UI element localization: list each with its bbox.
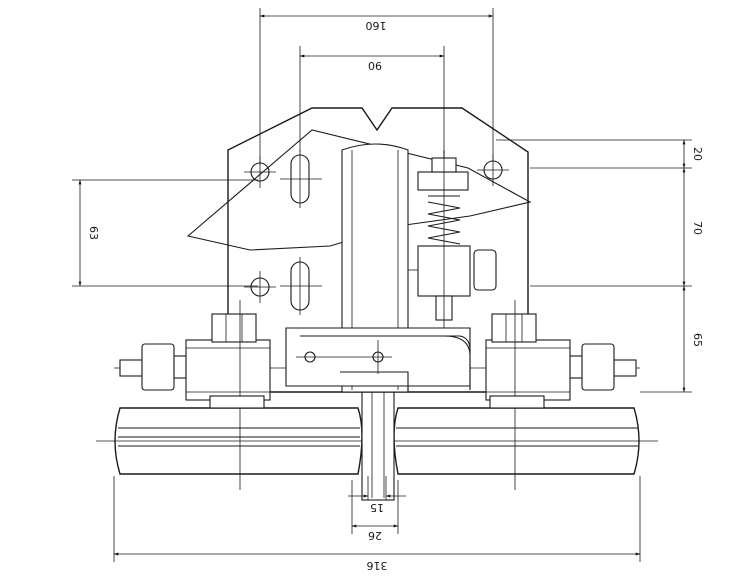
center-blade (361, 389, 395, 501)
spring-assembly (408, 150, 497, 340)
dimension-316-label: 316 (367, 559, 388, 572)
dimension-63: 63 (72, 179, 258, 287)
adjustment-slots (280, 150, 322, 315)
left-clamp-bolt (114, 300, 286, 490)
dimension-160: 160 (259, 8, 494, 165)
dimension-15: 15 (348, 476, 406, 514)
dimension-316: 316 (113, 476, 641, 572)
dimension-90-label: 90 (368, 59, 382, 72)
dimension-right-chain: 20 70 65 (496, 139, 704, 393)
dimension-15-label: 15 (370, 501, 384, 514)
dimension-26: 26 (351, 480, 399, 542)
dimension-63-label: 63 (87, 226, 100, 240)
linkage-bracket (285, 327, 471, 392)
dimension-65-label: 65 (691, 333, 704, 347)
dimension-26-label: 26 (368, 529, 382, 542)
dimension-90: 90 (299, 46, 445, 152)
right-clamp-bolt (443, 300, 640, 490)
dimension-160-label: 160 (366, 19, 387, 32)
guide-rail (96, 407, 658, 475)
dimension-70-label: 70 (691, 221, 704, 235)
dimension-20-label: 20 (691, 147, 704, 161)
